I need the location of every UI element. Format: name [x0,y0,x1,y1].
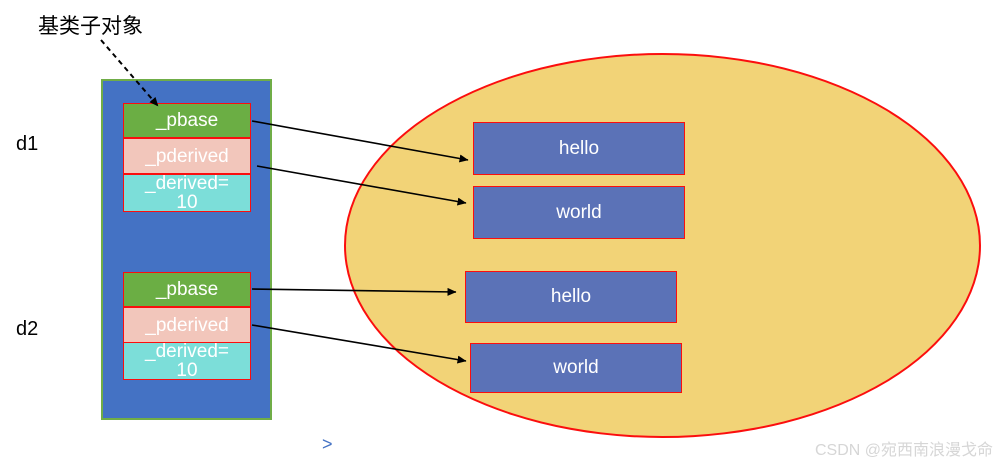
d1-derived-line2: 10 [176,192,198,213]
d1-pbase-field: _pbase [123,103,251,138]
heap-string-hello-1-label: hello [558,137,600,159]
heap-string-world-2-label: world [553,357,599,378]
heap-string-hello-2-label: hello [550,286,592,307]
base-subobject-annotation: 基类子对象 [38,15,143,38]
d1-derived-line1: _derived= [145,173,229,194]
d2-derived-line2: 10 [176,360,198,381]
d1-pbase-label: _pbase [155,110,219,131]
d2-derived-field: _derived= 10 [123,342,251,380]
heap-string-world-1-label: world [556,201,602,223]
d1-pderived-field: _pderived [123,138,251,174]
d1-object-label: d1 [16,133,39,155]
csdn-watermark: CSDN @宛西南浪漫戈命 [814,442,993,459]
d2-pbase-field: _pbase [123,272,251,307]
heap-string-world-2: world [470,343,682,393]
d2-pbase-label: _pbase [155,279,219,300]
heap-string-hello-1: hello [473,122,685,175]
heap-string-world-1: world [473,186,685,239]
d2-object-label: d2 [16,318,39,340]
d2-pderived-label: _pderived [145,314,229,336]
next-nav-chevron[interactable]: > [322,434,333,454]
d1-derived-field: _derived= 10 [123,174,251,212]
d2-derived-line1: _derived= [145,341,229,362]
d1-pderived-label: _pderived [145,145,229,167]
heap-string-hello-2: hello [465,271,677,323]
d2-pderived-field: _pderived [123,307,251,343]
